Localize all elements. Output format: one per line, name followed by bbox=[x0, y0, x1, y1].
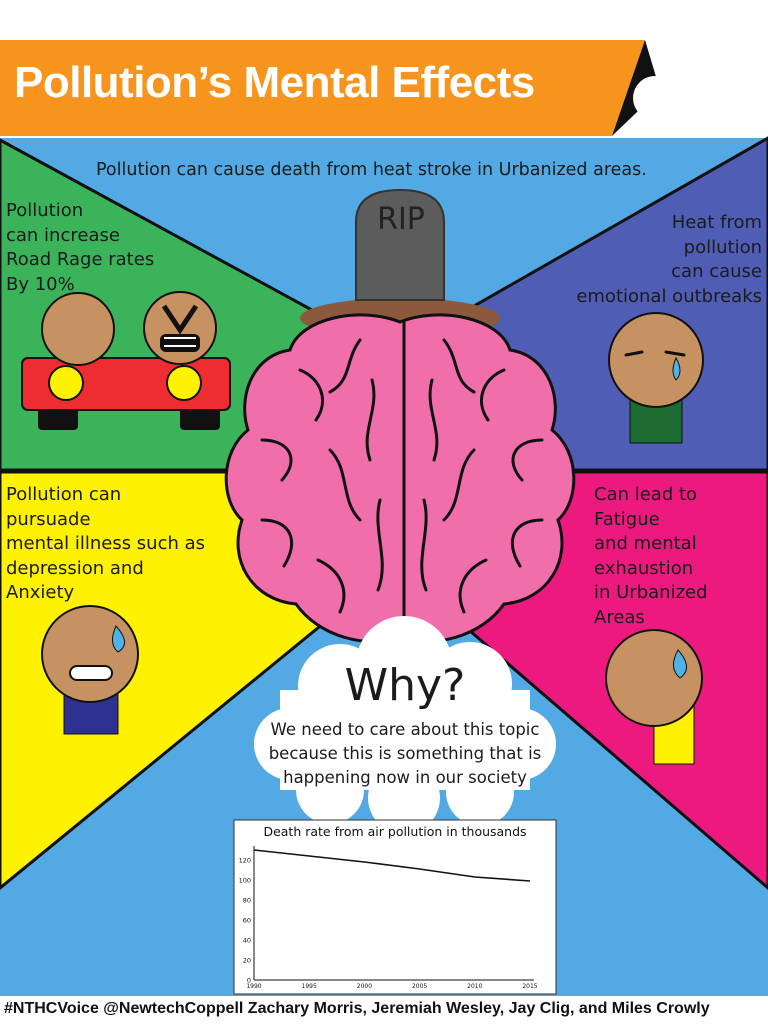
angry-face-icon bbox=[143, 291, 217, 365]
sad-face-icon bbox=[608, 312, 704, 444]
cloud-icon bbox=[254, 616, 556, 834]
footer-credits: #NTHCVoice @NewtechCoppell Zachary Morri… bbox=[4, 1000, 710, 1017]
panel-text-bottom-left: Pollution can pursuade mental illness su… bbox=[6, 484, 206, 603]
chart-x-tick-label: 1990 bbox=[246, 983, 261, 990]
chart-y-tick-label: 20 bbox=[243, 957, 251, 965]
tombstone-label: RIP bbox=[377, 202, 425, 237]
why-heading: Why? bbox=[344, 660, 466, 711]
chart-x-tick-label: 2015 bbox=[522, 983, 537, 990]
chart-series-line bbox=[253, 849, 531, 882]
chart-title: Death rate from air pollution in thousan… bbox=[263, 824, 527, 839]
chart-y-tick-label: 100 bbox=[239, 877, 251, 885]
chart-x-tick-label: 2000 bbox=[357, 983, 372, 990]
chart-y-tick-label: 40 bbox=[243, 937, 251, 945]
footer: #NTHCVoice @NewtechCoppell Zachary Morri… bbox=[0, 996, 768, 1024]
page-title: Pollution’s Mental Effects bbox=[14, 58, 535, 107]
panel-text-top-right: Heat from pollution can cause emotional … bbox=[576, 212, 762, 307]
chart-y-tick-label: 0 bbox=[247, 977, 251, 985]
sweating-face-icon-left bbox=[41, 605, 139, 735]
chart-box bbox=[233, 819, 557, 995]
car-icon bbox=[21, 357, 231, 430]
chart-y-tick-label: 60 bbox=[243, 917, 251, 925]
chart-x-tick-label: 1995 bbox=[302, 983, 317, 990]
cloud-top-right bbox=[633, 66, 768, 121]
driver-face bbox=[41, 292, 115, 366]
top-caption: Pollution can cause death from heat stro… bbox=[96, 160, 647, 180]
chart-y-tick-label: 80 bbox=[243, 897, 251, 905]
chart-plot: 0 20 40 60 80 100 120 1990 1995 2000 2005 2010 2015 bbox=[239, 846, 538, 990]
chart-y-tick-label: 120 bbox=[239, 857, 251, 865]
sweating-face-icon-right bbox=[605, 629, 703, 765]
chart-x-tick-label: 2010 bbox=[467, 983, 482, 990]
panel-text-top-left: Pollution can increase Road Rage rates B… bbox=[6, 200, 155, 295]
brain-illustration bbox=[224, 313, 576, 643]
chart-x-tick-label: 2005 bbox=[412, 983, 427, 990]
why-body: We need to care about this topic because… bbox=[268, 720, 542, 787]
panel-text-bottom-right: Can lead to Fatigue and mental exhaustio… bbox=[594, 484, 708, 628]
title-banner bbox=[0, 40, 645, 136]
